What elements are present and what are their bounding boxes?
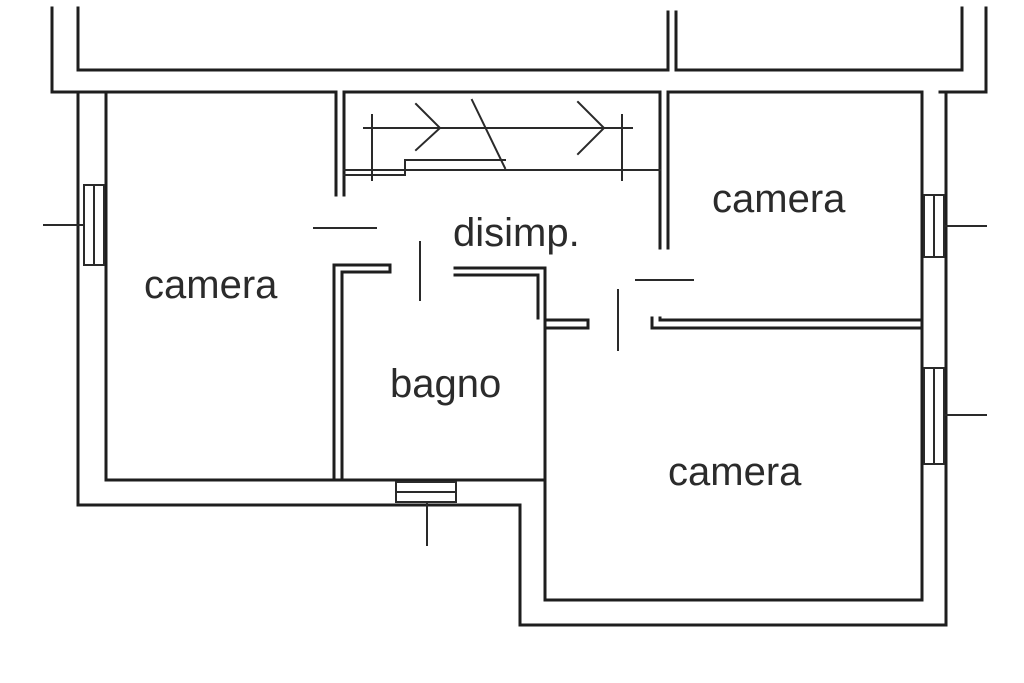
exterior-walls <box>76 90 948 627</box>
interior-walls <box>332 90 924 482</box>
room-label-camera-left: camera <box>144 263 278 307</box>
room-label-disimpegno: disimp. <box>453 211 580 255</box>
windows <box>43 184 987 546</box>
upper-walls <box>50 6 988 94</box>
room-label-camera-top-right: camera <box>712 177 846 221</box>
door-markers <box>313 227 694 351</box>
room-label-bagno: bagno <box>390 362 501 406</box>
room-label-camera-bottom-right: camera <box>668 450 802 494</box>
staircase <box>343 98 661 181</box>
